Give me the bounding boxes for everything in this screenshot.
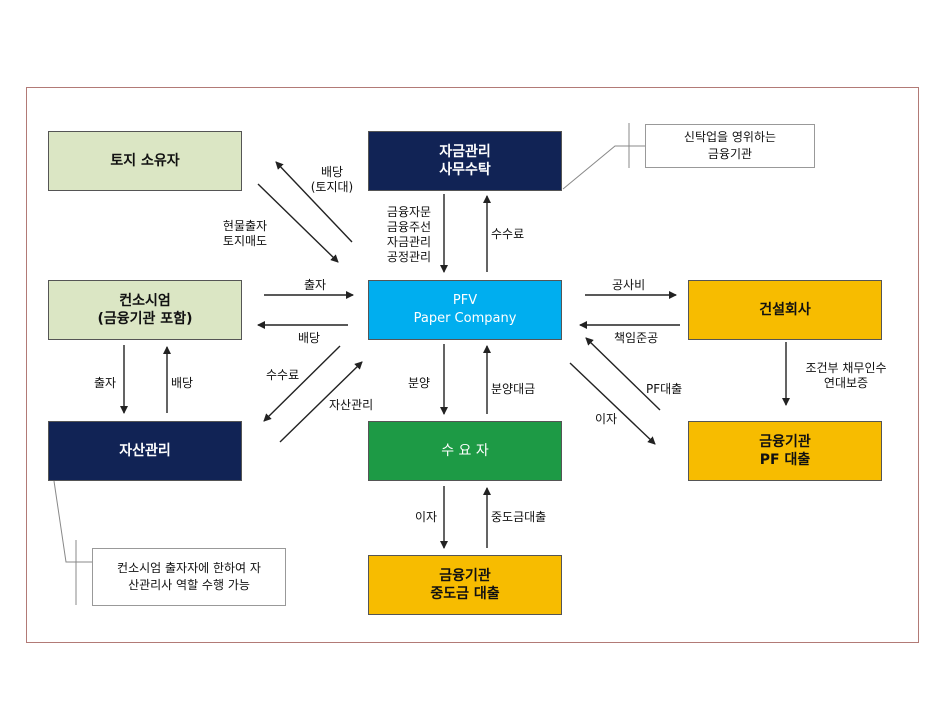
label-mid-loan: 중도금대출 <box>491 510 547 524</box>
pf-loan-box: 금융기관 PF 대출 <box>688 421 882 481</box>
arrow-pf-loan <box>585 337 661 411</box>
landowner-box: 토지 소유자 <box>48 131 242 191</box>
label-asset: 자산관리 <box>329 398 374 412</box>
label-fee-left: 수수료 <box>266 368 300 382</box>
trust-callout-line <box>562 145 645 190</box>
label-in-kind: 현물출자 토지매도 <box>222 219 268 248</box>
label-sale: 분양 <box>408 376 431 390</box>
label-interest-down: 이자 <box>415 510 438 524</box>
arrow-asset-to-pfv <box>279 361 363 443</box>
trust-note: 신탁업을 영위하는 금융기관 <box>645 124 815 168</box>
label-sale-price: 분양대금 <box>491 382 536 396</box>
fund-management-box: 자금관리 사무수탁 <box>368 131 562 191</box>
arrow-interest-right <box>569 362 656 445</box>
asset-management-box: 자산관리 <box>48 421 242 481</box>
asset-note: 컨소시엄 출자자에 한하여 자 산관리사 역할 수행 가능 <box>92 548 286 606</box>
label-interest-right: 이자 <box>595 412 618 426</box>
consortium-box: 컨소시엄 (금융기관 포함) <box>48 280 242 340</box>
label-invest-right: 출자 <box>304 278 327 292</box>
arrow-dividend-to-landowner <box>275 161 353 243</box>
label-dividend-land: 배당 (토지대) <box>310 165 354 194</box>
diagram-frame <box>26 87 919 643</box>
asset-callout-line <box>53 480 92 563</box>
construction-box: 건설회사 <box>688 280 882 340</box>
label-completion: 책임준공 <box>614 331 659 345</box>
mid-loan-box: 금융기관 중도금 대출 <box>368 555 562 615</box>
label-dividend-left: 배당 <box>298 331 321 345</box>
buyers-box: 수 요 자 <box>368 421 562 481</box>
label-pf-loan: PF대출 <box>646 382 683 396</box>
arrow-land-to-pfv <box>257 183 339 263</box>
label-fund-services: 금융자문 금융주선 자금관리 공정관리 <box>386 205 432 264</box>
label-fee-top: 수수료 <box>491 227 525 241</box>
label-conditional: 조건부 채무인수 연대보증 <box>805 361 887 390</box>
label-construction-cost: 공사비 <box>612 278 646 292</box>
pfv-box: PFV Paper Company <box>368 280 562 340</box>
label-dividend-up: 배당 <box>171 376 194 390</box>
label-invest-down: 출자 <box>94 376 117 390</box>
arrow-fee-to-asset <box>263 345 341 422</box>
